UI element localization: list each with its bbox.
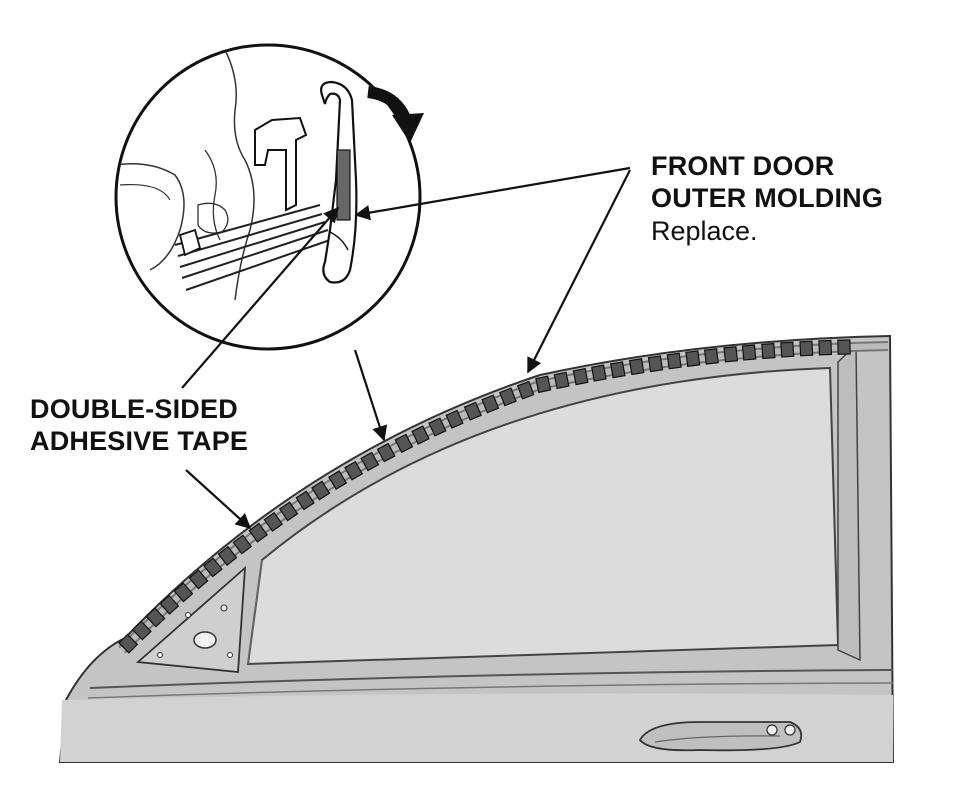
molding-label-line2: OUTER MOLDING [651,183,884,214]
tape-segment-25 [516,380,535,400]
tape-segment-2 [145,607,166,628]
tape-segment-3 [159,594,180,615]
tape-segment-7 [217,545,238,566]
tape-segment-26 [535,375,552,394]
tape-segment-42 [837,339,851,355]
adhesive-tape-label: DOUBLE-SIDED ADHESIVE TAPE [30,393,248,458]
tape-segment-23 [481,394,500,414]
tape-label-line1: DOUBLE-SIDED [30,394,238,424]
tape-segment-10 [263,511,284,532]
tape-segment-34 [685,350,701,367]
tape-segment-13 [311,480,331,501]
tape-segment-40 [799,340,814,357]
front-door-outer-molding-label: FRONT DOOR OUTER MOLDING Replace. [651,150,883,247]
tape-segment-36 [723,346,739,363]
molding-label-line1: FRONT DOOR [651,151,835,181]
tape-segment-30 [610,361,626,379]
tape-segment-31 [628,358,645,376]
rear-window-frame [837,343,861,662]
tape-segment-17 [376,442,396,463]
tape-segment-19 [411,425,430,445]
tape-segment-24 [498,387,517,407]
tape-segment-6 [202,557,223,578]
mirror-mount-triangle [135,565,247,673]
tape-segment-21 [445,409,464,429]
adhesive-tape-strip [118,339,851,654]
door-handle [638,721,803,752]
leader-lines [181,166,631,530]
tape-segment-14 [328,470,348,491]
tape-label-line2: ADHESIVE TAPE [30,426,249,457]
tape-segment-39 [780,341,795,358]
tape-segment-37 [741,344,757,361]
tape-segment-35 [703,348,719,365]
tape-segment-12 [295,490,315,511]
window-glass [246,366,840,666]
tape-segment-27 [553,371,570,390]
detail-magnifier [114,43,424,351]
molding-action-text: Replace. [651,215,758,246]
tape-segment-4 [173,582,194,603]
tape-segment-16 [360,451,380,472]
tape-segment-20 [428,417,447,437]
tape-segment-38 [761,342,776,360]
tape-segment-29 [591,364,607,382]
tape-segment-15 [344,460,364,481]
tape-segment-11 [278,501,299,522]
tape-segment-9 [248,522,269,543]
tape-segment-8 [232,534,253,555]
tape-segment-28 [572,367,589,386]
tape-segment-1 [131,620,152,641]
tape-segment-22 [463,401,482,421]
tape-segment-33 [666,352,682,370]
tape-segment-5 [188,569,209,590]
tape-segment-18 [394,433,414,454]
tape-segment-0 [118,633,139,654]
tape-segment-41 [818,339,833,356]
tape-segment-32 [647,355,664,373]
